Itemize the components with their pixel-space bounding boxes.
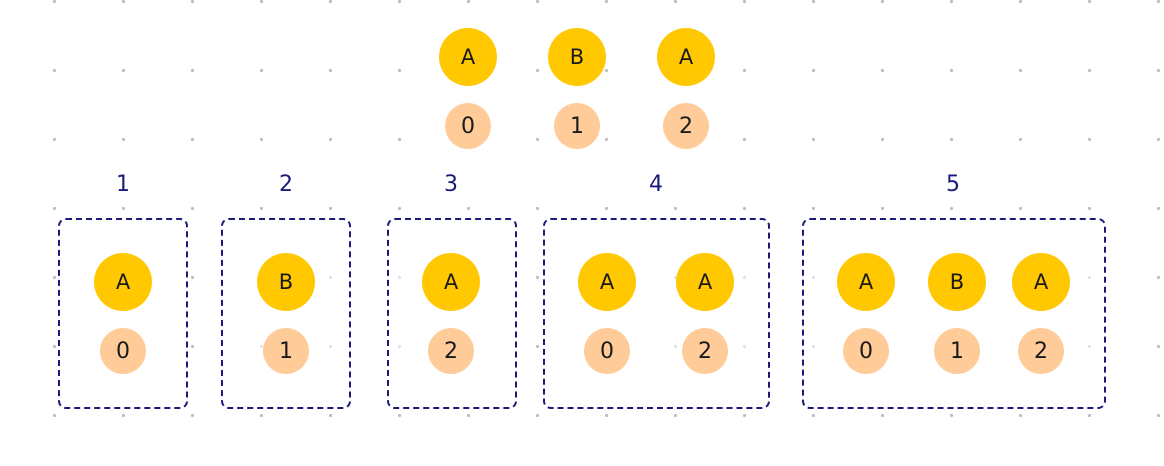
- group-3-letter-node-0: A: [422, 253, 480, 311]
- subsequence-group-5: [802, 218, 1106, 409]
- group-4-index-node-0: 0: [584, 328, 630, 374]
- group-4-letter-node-1: A: [676, 253, 734, 311]
- group-label-2: 2: [279, 172, 293, 197]
- subsequence-group-4: [543, 218, 770, 409]
- subsequence-group-2: [221, 218, 351, 409]
- group-4-letter-node-0: A: [578, 253, 636, 311]
- group-1-letter-node-0: A: [94, 253, 152, 311]
- group-5-letter-node-0: A: [837, 253, 895, 311]
- group-3-index-node-0: 2: [428, 328, 474, 374]
- group-4-index-node-1: 2: [682, 328, 728, 374]
- group-label-5: 5: [946, 172, 960, 197]
- top-letter-node-2: A: [657, 28, 715, 86]
- group-5-letter-node-1: B: [928, 253, 986, 311]
- group-label-1: 1: [116, 172, 130, 197]
- top-letter-node-1: B: [548, 28, 606, 86]
- top-index-node-1: 1: [554, 103, 600, 149]
- group-label-3: 3: [444, 172, 458, 197]
- group-5-index-node-1: 1: [934, 328, 980, 374]
- top-index-node-2: 2: [663, 103, 709, 149]
- group-2-index-node-0: 1: [263, 328, 309, 374]
- subsequence-group-1: [58, 218, 188, 409]
- top-index-node-0: 0: [445, 103, 491, 149]
- group-5-letter-node-2: A: [1012, 253, 1070, 311]
- group-5-index-node-0: 0: [843, 328, 889, 374]
- group-label-4: 4: [649, 172, 663, 197]
- group-5-index-node-2: 2: [1018, 328, 1064, 374]
- group-2-letter-node-0: B: [257, 253, 315, 311]
- top-letter-node-0: A: [439, 28, 497, 86]
- subsequence-group-3: [387, 218, 517, 409]
- group-1-index-node-0: 0: [100, 328, 146, 374]
